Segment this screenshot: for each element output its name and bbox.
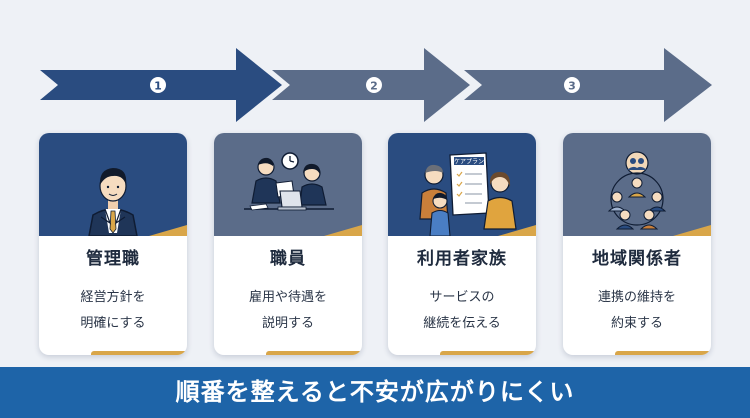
group-badge-icon xyxy=(625,151,649,175)
card-title: 職員 xyxy=(270,249,306,269)
card-description: 雇用や待遇を 説明する xyxy=(224,285,352,337)
card-description: サービスの 継続を伝える xyxy=(398,285,526,337)
staff-illustration xyxy=(244,152,362,236)
card-accent-bar xyxy=(91,351,187,355)
care-plan-label: ケアプラン xyxy=(454,159,484,166)
card-accent-bar xyxy=(266,351,362,355)
card-desc-line: サービスの xyxy=(429,290,495,305)
step-number-1: 1 xyxy=(154,80,162,93)
card-staff: 職員 雇用や待遇を 説明する xyxy=(214,133,362,355)
step-badge-3: 3 xyxy=(564,77,580,93)
step-badge-1: 1 xyxy=(150,77,166,93)
card-desc-line: 連携の維持を xyxy=(597,290,676,305)
card-community: 地域関係者 連携の維持を 約束する xyxy=(563,133,711,355)
card-management: 管理職 経営方針を 明確にする xyxy=(39,133,187,355)
summary-banner-text: 順番を整えると不安が広がりにくい xyxy=(175,378,575,406)
card-title: 地域関係者 xyxy=(592,249,682,269)
summary-banner: 順番を整えると不安が広がりにくい xyxy=(0,367,750,418)
step-badge-2: 2 xyxy=(366,77,382,93)
card-description: 経営方針を 明確にする xyxy=(49,285,177,337)
card-accent-bar xyxy=(440,351,536,355)
card-desc-line: 説明する xyxy=(261,316,314,331)
family-illustration: ケアプラン xyxy=(419,152,536,236)
arrow-step-3 xyxy=(464,48,712,122)
step-number-2: 2 xyxy=(370,80,378,93)
care-plan-document: ケアプラン xyxy=(449,152,490,216)
card-family: ケアプラン 利用者家族 サービスの 継続を伝える xyxy=(388,133,536,355)
card-title: 管理職 xyxy=(86,249,140,269)
card-description: 連携の維持を 約束する xyxy=(573,285,701,337)
card-desc-line: 明確にする xyxy=(80,316,146,331)
card-title: 利用者家族 xyxy=(417,249,507,269)
manager-illustration xyxy=(88,168,187,236)
card-desc-line: 経営方針を xyxy=(80,290,146,305)
card-accent-bar xyxy=(615,351,711,355)
clock-icon xyxy=(281,152,299,170)
community-illustration xyxy=(607,151,711,236)
step-number-3: 3 xyxy=(568,80,576,93)
step-arrows: 1 2 3 xyxy=(40,48,712,122)
card-desc-line: 継続を伝える xyxy=(423,316,501,331)
card-desc-line: 約束する xyxy=(610,316,663,331)
card-desc-line: 雇用や待遇を xyxy=(248,290,327,305)
